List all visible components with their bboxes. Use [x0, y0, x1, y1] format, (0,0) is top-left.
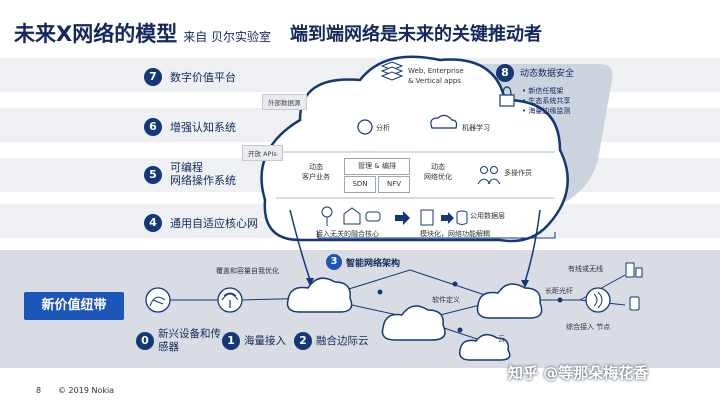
security-item: • 海量边缘监测	[522, 107, 571, 115]
sdn-box: SDN	[344, 176, 376, 193]
brain-icon	[430, 114, 458, 129]
security-title: 动态数据安全	[520, 69, 575, 79]
page-subtitle: 端到端网络是未来的关键推动者	[290, 24, 542, 45]
long-fiber-label: 长距光纤	[545, 287, 573, 295]
access-node-icon	[585, 287, 611, 313]
item-2-label: 融合边际云	[316, 335, 369, 347]
page-title: 未来X网络的模型来自 贝尔实验室	[14, 18, 271, 48]
layer-4-label: 通用自适应核心网	[170, 217, 258, 230]
smart-arch-label: 智能网络架构	[346, 259, 401, 269]
sensor-icon	[145, 287, 171, 313]
arrow-right	[524, 209, 541, 283]
title-source: 来自 贝尔实验室	[183, 30, 272, 44]
integrated-access-label: 综合接入 节点	[566, 323, 611, 331]
item-1-num: 1	[222, 332, 240, 350]
doc-icon	[420, 209, 434, 226]
item-0-num: 0	[136, 332, 154, 350]
multi-operator-label: 多操作员	[504, 169, 532, 177]
item-1-label: 海量接入	[244, 335, 286, 347]
coverage-label: 覆盖和容量自我优化	[216, 267, 279, 275]
smart-arch-num: 3	[326, 254, 342, 270]
layer-6-num: 6	[144, 118, 162, 136]
value-chain-label: 新价值纽带	[24, 292, 124, 320]
layer-5-label: 可编程 网络操作系统	[170, 161, 236, 187]
tower-icon	[321, 206, 333, 218]
external-data-tag: 外部数据源	[262, 94, 307, 110]
layer-5-num: 5	[144, 166, 162, 184]
watermark: 知乎 @等那朵梅花香	[508, 364, 649, 382]
ml-label: 机器学习	[462, 124, 490, 132]
wired-wireless-label: 有线或无线	[568, 265, 603, 273]
cloud-fiber	[476, 283, 543, 319]
layer-7-label: 数字价值平台	[170, 71, 236, 84]
phone-icon	[629, 296, 640, 311]
analytics-label: 分析	[376, 124, 390, 132]
nfv-box: NFV	[378, 176, 410, 193]
cloud-sd	[381, 305, 446, 341]
layer-7-num: 7	[144, 68, 162, 86]
arrow-left	[289, 209, 311, 281]
modular-label: 模块化，网络功能解耦	[420, 230, 490, 238]
cloud-small	[458, 333, 511, 361]
lock-icon	[499, 94, 515, 107]
layer-6-label: 增强认知系统	[170, 121, 236, 134]
security-item: • 新信任框架	[522, 87, 564, 95]
security-list: • 新信任框架 • 生态系统共享 • 海量边缘监测	[522, 86, 570, 116]
title-text: 未来X网络的模型	[14, 22, 178, 46]
mgmt-orch-box: 管理 & 编排	[344, 158, 410, 175]
security-item: • 生态系统共享	[522, 97, 571, 105]
layer-4-num: 4	[144, 214, 162, 232]
cloud-edge	[286, 277, 353, 313]
item-2-num: 2	[294, 332, 312, 350]
building-icon	[625, 262, 635, 278]
dynamic-net-opt-label: 动态 网络优化	[424, 163, 452, 181]
web-apps-label: Web, Enterprise & Vertical apps	[408, 67, 464, 85]
arrow-icon	[395, 211, 410, 225]
open-apis-tag: 开放 APIs	[242, 145, 283, 161]
page-number: 8	[36, 386, 42, 395]
item-0-label: 新兴设备和传 感器	[158, 328, 221, 353]
security-num: 8	[496, 64, 514, 82]
home-icon	[343, 207, 361, 225]
copyright: © 2019 Nokia	[58, 386, 115, 395]
people-icon	[477, 178, 501, 185]
dynamic-customer-label: 动态 客户业务	[302, 163, 330, 181]
cloud-label: 云	[498, 335, 505, 343]
software-defined-label: 软件定义	[432, 296, 460, 304]
access-agnostic-label: 接入无关的融合核心	[316, 230, 379, 238]
analytics-icon	[357, 119, 373, 135]
car-icon	[365, 211, 381, 222]
public-data-label: 公用数据层	[470, 212, 505, 220]
central-cloud	[260, 55, 569, 243]
